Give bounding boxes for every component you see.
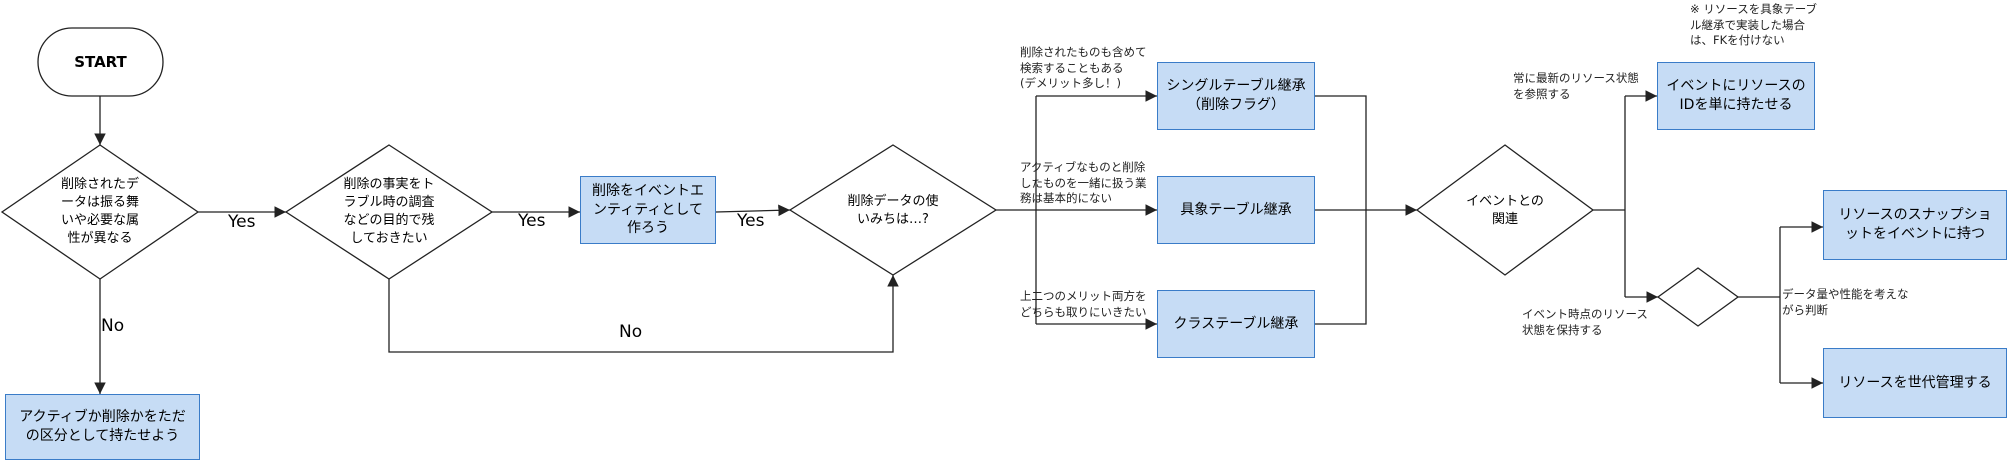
box-resource-id: イベントにリソースの IDを単に持たせる [1657, 62, 1815, 130]
box-class-table: クラステーブル継承 [1157, 290, 1315, 358]
box-event-entity: 削除をイベントエ ンティティとして 作ろう [580, 176, 716, 244]
edge-label-yes-3: Yes [737, 211, 765, 231]
box-flag: アクティブか削除かをただ の区分として持たせよう [5, 394, 200, 460]
decision-relation-diamond [1415, 144, 1595, 276]
note-latest-state: 常に最新のリソース状態 を参照する [1513, 71, 1639, 101]
note-single-table: 削除されたものも含めて 検索することもある (デメリット多し！) [1020, 45, 1147, 91]
note-snapshot-state: イベント時点のリソース 状態を保持する [1522, 307, 1648, 337]
edge-label-yes-2: Yes [518, 211, 546, 231]
box-single-table: シングルテーブル継承 （削除フラグ） [1157, 62, 1315, 130]
box-concrete-table: 具象テーブル継承 [1157, 176, 1315, 244]
note-fk: ※ リソースを具象テーブ ル継承で実装した場合 は、FKを付けない [1690, 2, 1818, 48]
box-resource-snapshot: リソースのスナップショ ットをイベントに持つ [1823, 190, 2007, 260]
decision-relation-text: イベントとの 関連 [1466, 193, 1544, 227]
edge-label-yes-1: Yes [228, 212, 256, 232]
decision-usage-text: 削除データの使 いみちは…? [847, 193, 939, 227]
box-resource-version: リソースを世代管理する [1823, 348, 2007, 418]
note-concrete-table: アクティブなものと削除 したものを一緒に扱う業 務は基本的にない [1020, 160, 1147, 206]
note-class-table: 上二つのメリット両方を どちらも取りにいきたい [1020, 289, 1147, 319]
start-label: START [74, 53, 127, 71]
decision-behavior-text: 削除されたデ ータは振る舞 いや必要な属 性が異なる [60, 176, 139, 247]
note-performance: データ量や性能を考えな がら判断 [1782, 287, 1909, 317]
edge-label-no-1: No [101, 316, 125, 336]
edge-label-no-2: No [619, 322, 643, 342]
decision-history-text: 削除の事実をト ラブル時の調査 などの目的で残 しておきたい [343, 176, 435, 247]
decision-small-diamond [1656, 267, 1740, 327]
